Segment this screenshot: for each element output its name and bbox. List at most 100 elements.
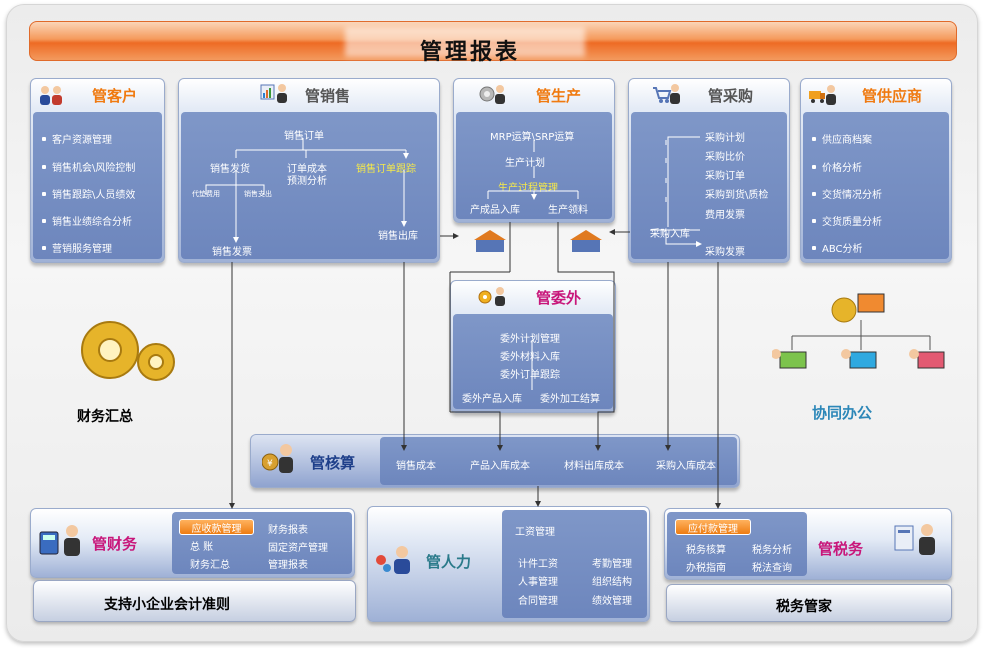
tax-person-icon (894, 524, 935, 555)
bullet (812, 219, 816, 223)
hr-col1-2: 人事管理 (518, 577, 558, 588)
warehouse-icon (474, 230, 506, 252)
sales-order-track: 销售订单跟踪 (356, 164, 416, 175)
production-plan: 生产计划 (505, 158, 545, 169)
supplier-panel-body (803, 112, 949, 259)
bullet (42, 137, 46, 141)
outsource-title: 管委外 (536, 289, 582, 307)
supplier-item-5: ABC分析 (822, 244, 863, 255)
finance-summary-label: 财务汇总 (77, 409, 133, 425)
purchase-item-2: 采购比价 (705, 152, 745, 163)
sales-cost-forecast-1: 订单成本 (287, 164, 327, 175)
accounting-item-1: 销售成本 (396, 461, 436, 472)
purchase-item-3: 采购订单 (705, 171, 745, 182)
gears-icon (81, 321, 175, 381)
tax-col1-2: 办税指南 (686, 563, 726, 574)
sales-ship-out: 销售支出 (244, 190, 272, 198)
finance-col1-2: 财务汇总 (190, 560, 230, 571)
supplier-item-2: 价格分析 (822, 163, 862, 174)
svg-text:¥: ¥ (267, 459, 273, 469)
hr-person-icon (376, 546, 410, 574)
supplier-item-3: 交货情况分析 (822, 190, 882, 201)
hr-title: 管人力 (426, 553, 472, 571)
customer-title: 管客户 (92, 87, 138, 105)
outsource-settle: 委外加工结算 (540, 394, 600, 405)
tax-col2-2: 税法查询 (752, 563, 792, 574)
hr-col1-1: 计件工资 (518, 559, 558, 570)
title-glow (345, 27, 585, 57)
accounting-title: 管核算 (310, 454, 356, 472)
purchase-inbound: 采购入库 (650, 229, 690, 240)
production-mrp: MRP运算\SRP运算 (490, 132, 575, 143)
outsource-product-in: 委外产品入库 (462, 394, 522, 405)
finance-col2-3: 管理报表 (268, 560, 308, 571)
hr-panel-body (502, 510, 647, 618)
accounting-item-2: 产品入库成本 (470, 461, 530, 472)
tax-col1-1: 税务核算 (686, 545, 726, 556)
bullet (812, 192, 816, 196)
outsource-item-1: 委外计划管理 (500, 334, 560, 345)
bullet (42, 219, 46, 223)
tax-title: 管税务 (818, 540, 864, 558)
finance-col2-1: 财务报表 (268, 525, 308, 536)
purchase-invoice: 采购发票 (705, 247, 745, 258)
production-finished-in: 产成品入库 (470, 205, 520, 216)
sales-title: 管销售 (305, 87, 351, 105)
outsource-item-2: 委外材料入库 (500, 352, 560, 363)
sales-ship: 销售发货 (210, 164, 250, 175)
purchase-item-5: 费用发票 (705, 210, 745, 221)
bullet (812, 137, 816, 141)
customer-item-5: 营销服务管理 (52, 244, 112, 255)
hr-col2-2: 组织结构 (592, 577, 632, 588)
finance-title: 管财务 (92, 535, 138, 553)
hr-wage: 工资管理 (515, 527, 555, 538)
outsource-item-3: 委外订单跟踪 (500, 370, 560, 381)
hr-col2-3: 绩效管理 (592, 596, 632, 607)
bullet (812, 246, 816, 250)
sales-chart-person-icon (260, 84, 287, 103)
hr-col2-1: 考勤管理 (592, 559, 632, 570)
purchase-item-4: 采购到货\质检 (705, 190, 769, 201)
finance-footer: 支持小企业会计准则 (104, 597, 230, 613)
moneybag-person-icon: ¥ (262, 444, 293, 473)
customer-item-3: 销售跟踪\人员绩效 (52, 190, 136, 201)
outsource-panel-body (453, 314, 613, 409)
tax-footer: 税务管家 (776, 599, 832, 615)
hr-col1-3: 合同管理 (518, 596, 558, 607)
tax-payable-badge: 应付款管理 (675, 519, 751, 535)
sales-outbound: 销售出库 (378, 231, 418, 242)
sales-cost-forecast-2: 预测分析 (287, 176, 327, 187)
truck-person-icon (809, 85, 836, 105)
customer-item-2: 销售机会\风险控制 (52, 163, 136, 174)
purchase-panel-body (631, 112, 787, 259)
sales-order: 销售订单 (284, 131, 324, 142)
finance-footer-banner (33, 580, 356, 622)
supplier-item-1: 供应商档案 (822, 135, 872, 146)
production-process: 生产过程管理 (498, 183, 558, 194)
supplier-item-4: 交货质量分析 (822, 217, 882, 228)
bullet (42, 165, 46, 169)
tax-col2-1: 税务分析 (752, 545, 792, 556)
calculator-person-icon (39, 525, 80, 556)
gear-person-icon (479, 85, 505, 104)
production-title: 管生产 (536, 87, 582, 105)
page-title: 管理报表 (419, 40, 520, 65)
customer-item-4: 销售业绩综合分析 (52, 217, 132, 228)
outsource-gear-person-icon (478, 287, 505, 306)
finance-col2-2: 固定资产管理 (268, 543, 328, 554)
purchase-item-1: 采购计划 (705, 133, 745, 144)
network-computers-icon (772, 293, 945, 369)
cart-person-icon (653, 84, 680, 104)
collab-label: 协同办公 (812, 404, 873, 422)
bullet (812, 165, 816, 169)
customer-panel-body (33, 112, 162, 259)
accounting-item-3: 材料出库成本 (564, 461, 624, 472)
tax-footer-banner (666, 584, 952, 622)
accounting-panel-body (380, 437, 737, 485)
customer-item-1: 客户资源管理 (52, 135, 112, 146)
sales-invoice: 销售发票 (212, 247, 252, 258)
bullet (42, 246, 46, 250)
production-pick: 生产领料 (548, 205, 588, 216)
